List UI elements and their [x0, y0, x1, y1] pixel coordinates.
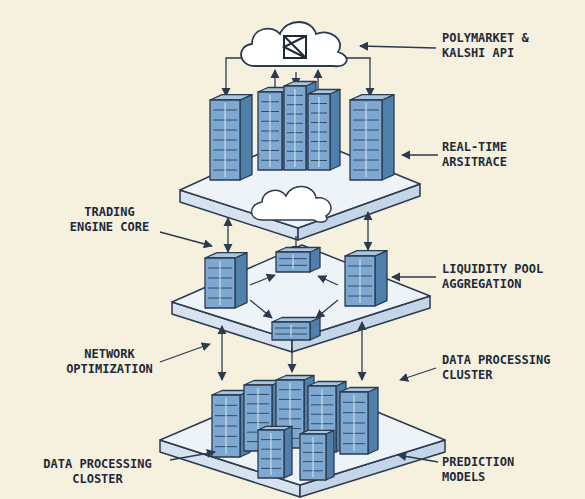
rack-light [366, 103, 367, 177]
rack-top [276, 376, 314, 381]
rack-top [276, 248, 320, 253]
callout-label: NETWORK OPTIMIZATION [62, 347, 157, 377]
rack-light [291, 325, 292, 337]
server-rack [205, 253, 247, 308]
callout-label: DATA PROCESSING CLOSTER [40, 457, 155, 487]
rack-side [326, 430, 334, 480]
server-rack [345, 251, 387, 306]
rack-front [258, 430, 284, 478]
cloud-icon [241, 22, 347, 66]
server-rack [300, 430, 334, 480]
rack-front [284, 86, 306, 170]
rack-front [300, 434, 326, 480]
rack-top [205, 253, 247, 258]
rack-front [210, 100, 240, 180]
bottom-platform [160, 380, 445, 497]
rack-top [340, 388, 378, 393]
rack-light [360, 259, 361, 303]
callout-label: PREDICTION MODELS [442, 455, 557, 485]
rack-side [330, 90, 340, 171]
rack-front [205, 258, 235, 308]
rack-front [345, 256, 375, 306]
server-racks [205, 82, 394, 481]
rack-top [210, 95, 252, 100]
server-rack [276, 248, 320, 273]
server-rack [308, 90, 340, 171]
rack-side [235, 253, 247, 308]
rack-light [270, 95, 271, 167]
rack-front [350, 100, 382, 180]
leader-arrows [160, 46, 438, 462]
rack-top [284, 82, 316, 87]
cloud-icon [252, 186, 331, 222]
rack-front [276, 252, 310, 272]
server-rack [340, 388, 378, 455]
rack-top [350, 95, 394, 100]
rack-light [354, 395, 355, 451]
server-rack [210, 95, 252, 180]
rack-front [272, 322, 310, 340]
rack-light [226, 398, 227, 454]
rack-front [212, 395, 240, 457]
rack-top [272, 318, 320, 323]
rack-light [225, 103, 226, 177]
rack-light [319, 97, 320, 167]
middle-platform [172, 245, 430, 352]
rack-light [293, 255, 294, 269]
rack-top [345, 251, 387, 256]
rack-light [271, 433, 272, 475]
callout-label: REAL-TIME ARSITRACE [442, 140, 557, 170]
rack-side [382, 95, 394, 180]
flow-arrows [222, 58, 370, 380]
rack-side [368, 388, 378, 455]
callout-label: DATA PROCESSING CLUSTER [442, 353, 557, 383]
rack-side [375, 251, 387, 306]
server-rack [258, 426, 292, 478]
rack-side [284, 426, 292, 478]
rack-top [308, 90, 340, 95]
rack-side [240, 95, 252, 180]
server-rack [350, 95, 394, 180]
rack-light [220, 261, 221, 305]
rack-light [313, 437, 314, 477]
callout-label: LIQUIDITY POOL AGGREGATION [442, 262, 557, 292]
rack-front [340, 392, 368, 454]
server-rack [272, 318, 320, 341]
callout-label: POLYMARKET & KALSHI API [442, 31, 557, 61]
rack-light [295, 89, 296, 167]
callout-label: TRADING ENGINE CORE [62, 205, 157, 235]
rack-front [308, 94, 330, 170]
rack-top [308, 382, 346, 387]
rack-front [258, 92, 282, 170]
